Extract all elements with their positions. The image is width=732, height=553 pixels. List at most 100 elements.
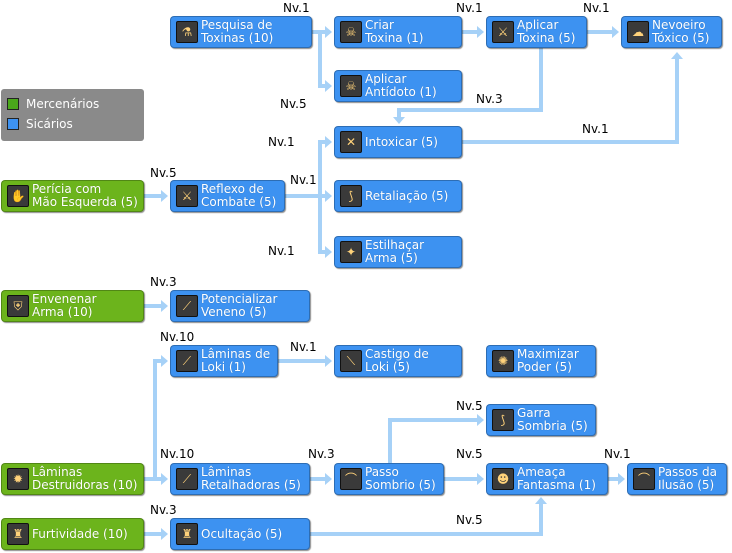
level-label: Nv.1 xyxy=(268,244,295,258)
skill-nevoeiro-toxico[interactable]: ☁Nevoeiro Tóxico (5) xyxy=(621,16,722,48)
skill-label: Lâminas de Loki (1) xyxy=(201,347,271,374)
legend-item-sicarios: Sicários xyxy=(7,117,73,131)
skill-passo-sombrio[interactable]: ⌒Passo Sombrio (5) xyxy=(334,463,444,495)
skill-aplicar-toxina[interactable]: ⚔Aplicar Toxina (5) xyxy=(486,16,587,48)
connector-arrowhead xyxy=(161,528,168,540)
connector-arrowhead xyxy=(477,473,484,485)
skill-label: Reflexo de Combate (5) xyxy=(201,182,277,209)
connector-arrowhead xyxy=(477,414,484,426)
legend-swatch-mercenarios xyxy=(7,98,19,110)
skill-pesquisa-de-toxinas[interactable]: ⚗Pesquisa de Toxinas (10) xyxy=(170,16,312,48)
connector-arrowhead xyxy=(325,190,332,202)
legend-label-mercenarios: Mercenários xyxy=(26,97,100,111)
skill-label: Passo Sombrio (5) xyxy=(365,465,436,492)
bat-icon: ⌒ xyxy=(340,468,362,490)
connector-arrowhead xyxy=(393,117,405,124)
slash-icon: ⟍ xyxy=(340,350,362,372)
power-burst-icon: ✺ xyxy=(492,350,514,372)
level-label: Nv.5 xyxy=(456,399,483,413)
level-label: Nv.1 xyxy=(283,1,310,15)
skill-pericia-com-mao-esquerda[interactable]: ✋Perícia com Mão Esquerda (5) xyxy=(1,180,144,212)
skill-ocultacao[interactable]: ♜Ocultação (5) xyxy=(170,518,310,550)
crossed-blades-icon: ✕ xyxy=(340,131,362,153)
skill-label: Pesquisa de Toxinas (10) xyxy=(201,18,274,45)
skill-label: Potencializar Veneno (5) xyxy=(201,292,278,319)
level-label: Nv.5 xyxy=(456,513,483,527)
skill-laminas-retalhadoras[interactable]: ⟋Lâminas Retalhadoras (5) xyxy=(170,463,310,495)
skill-envenenar-arma[interactable]: ⛨Envenenar Arma (10) xyxy=(1,290,144,322)
skull-icon: ☠ xyxy=(340,75,362,97)
ghost-icon: ☻ xyxy=(492,468,514,490)
claw-icon: ⟆ xyxy=(492,409,514,431)
level-label: Nv.5 xyxy=(280,97,307,111)
connector-arrowhead xyxy=(161,300,168,312)
level-label: Nv.1 xyxy=(582,122,609,136)
hand-icon: ✋ xyxy=(7,185,29,207)
bat-icon: ⌒ xyxy=(633,468,655,490)
blade-icon: ⟋ xyxy=(176,295,198,317)
skill-potencializar-veneno[interactable]: ⟋Potencializar Veneno (5) xyxy=(170,290,310,322)
skill-criar-toxina[interactable]: ☠Criar Toxina (1) xyxy=(334,16,462,48)
skill-maximizar-poder[interactable]: ✺Maximizar Poder (5) xyxy=(486,345,596,377)
connector-arrowhead xyxy=(325,80,332,92)
claw-icon: ⟆ xyxy=(340,185,362,207)
skill-label: Ameaça Fantasma (1) xyxy=(517,465,596,492)
level-label: Nv.1 xyxy=(583,1,610,15)
skill-estilhacar-arma[interactable]: ✦Estilhaçar Arma (5) xyxy=(334,236,462,268)
level-label: Nv.5 xyxy=(150,166,177,180)
skill-label: Lâminas Retalhadoras (5) xyxy=(201,465,301,492)
connector-arrowhead xyxy=(671,52,683,59)
connector-arrowhead xyxy=(325,136,332,148)
skill-label: Criar Toxina (1) xyxy=(365,18,424,45)
blade-icon: ⟋ xyxy=(176,350,198,372)
potion-icon: ⚗ xyxy=(176,21,198,43)
connector-arrowhead xyxy=(477,26,484,38)
skill-label: Castigo de Loki (5) xyxy=(365,347,429,374)
skill-intoxicar[interactable]: ✕Intoxicar (5) xyxy=(334,126,462,158)
skill-garra-sombria[interactable]: ⟆Garra Sombria (5) xyxy=(486,404,596,436)
cloak-icon: ♜ xyxy=(7,523,29,545)
skill-label: Passos da Ilusão (5) xyxy=(658,465,717,492)
skill-retaliacao[interactable]: ⟆Retaliação (5) xyxy=(334,180,462,212)
level-label: Nv.5 xyxy=(456,447,483,461)
level-label: Nv.1 xyxy=(604,447,631,461)
level-label: Nv.1 xyxy=(290,340,317,354)
skill-aplicar-antidoto[interactable]: ☠Aplicar Antídoto (1) xyxy=(334,70,462,102)
skill-label: Retaliação (5) xyxy=(365,188,449,203)
dagger-icon: ⚔ xyxy=(492,21,514,43)
flame-blade-icon: ✹ xyxy=(7,468,29,490)
skill-label: Perícia com Mão Esquerda (5) xyxy=(32,182,138,209)
skill-label: Lâminas Destruidoras (10) xyxy=(32,465,138,492)
skill-laminas-destruidoras[interactable]: ✹Lâminas Destruidoras (10) xyxy=(1,463,144,495)
skill-label: Maximizar Poder (5) xyxy=(517,347,579,374)
connector-arrowhead xyxy=(161,355,168,367)
connector-arrowhead xyxy=(325,355,332,367)
skill-label: Nevoeiro Tóxico (5) xyxy=(652,18,710,45)
level-label: Nv.1 xyxy=(456,1,483,15)
connector-arrowhead xyxy=(325,473,332,485)
legend: Mercenários Sicários xyxy=(1,89,144,141)
swords-icon: ⚔ xyxy=(176,185,198,207)
skill-reflexo-de-combate[interactable]: ⚔Reflexo de Combate (5) xyxy=(170,180,285,212)
skill-laminas-de-loki[interactable]: ⟋Lâminas de Loki (1) xyxy=(170,345,278,377)
skill-furtividade[interactable]: ♜Furtividade (10) xyxy=(1,518,144,550)
connector-arrowhead xyxy=(325,26,332,38)
skill-castigo-de-loki[interactable]: ⟍Castigo de Loki (5) xyxy=(334,345,462,377)
skill-ameaca-fantasma[interactable]: ☻Ameaça Fantasma (1) xyxy=(486,463,608,495)
connector-arrowhead xyxy=(161,190,168,202)
level-label: Nv.10 xyxy=(160,447,195,461)
skill-label: Intoxicar (5) xyxy=(365,134,438,149)
connector-arrowhead xyxy=(618,473,625,485)
skill-label: Aplicar Antídoto (1) xyxy=(365,72,437,99)
legend-item-mercenarios: Mercenários xyxy=(7,97,99,111)
legend-label-sicarios: Sicários xyxy=(26,117,73,131)
skill-label: Ocultação (5) xyxy=(201,526,283,541)
skill-passos-da-ilusao[interactable]: ⌒Passos da Ilusão (5) xyxy=(627,463,727,495)
skill-label: Aplicar Toxina (5) xyxy=(517,18,576,45)
level-label: Nv.3 xyxy=(150,275,177,289)
cloak-icon: ♜ xyxy=(176,523,198,545)
connector-arrowhead xyxy=(325,246,332,258)
skill-label: Garra Sombria (5) xyxy=(517,406,588,433)
broken-weapon-icon: ✦ xyxy=(340,241,362,263)
level-label: Nv.10 xyxy=(160,330,195,344)
